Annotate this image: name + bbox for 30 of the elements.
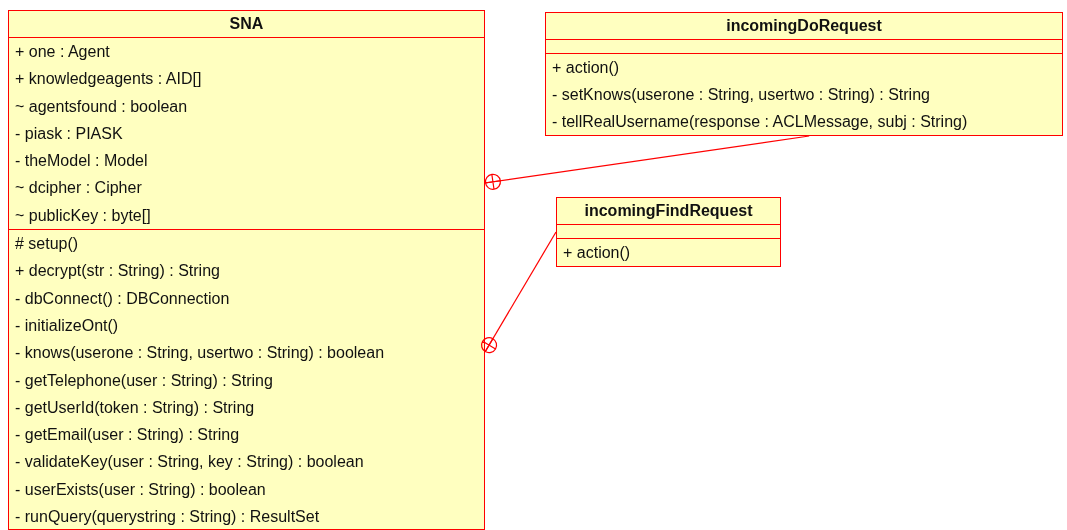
- method-text: - validateKey(user : String, key : String) : boolean: [15, 452, 365, 473]
- attribute-text: ~ agentsfound : boolean: [15, 96, 189, 117]
- method-text: - dbConnect() : DBConnection: [15, 288, 231, 309]
- method-text: - initializeOnt(): [15, 315, 120, 336]
- method-text: - setKnows(userone : String, usertwo : String) : String: [552, 85, 931, 105]
- method-text: - getUserId(token : String) : String: [15, 397, 256, 418]
- attribute-text: - piask : PIASK: [15, 123, 124, 144]
- attribute-text: + knowledgeagents : AID[]: [15, 69, 203, 90]
- class-name: incomingDoRequest: [725, 16, 883, 36]
- class-name: SNA: [228, 14, 265, 34]
- method-text: - tellRealUsername(response : ACLMessage, subj : String): [552, 112, 969, 132]
- attribute-text: - theModel : Model: [15, 151, 149, 172]
- method-text: + action(): [563, 243, 632, 263]
- attribute-text: ~ publicKey : byte[]: [15, 205, 152, 226]
- method-text: - userExists(user : String) : boolean: [15, 479, 267, 500]
- method-text: - getTelephone(user : String) : String: [15, 370, 274, 391]
- class-name: incomingFindRequest: [583, 201, 754, 221]
- class-box: [545, 12, 1063, 136]
- method-text: # setup(): [15, 234, 80, 255]
- attribute-text: + one : Agent: [15, 42, 111, 62]
- method-text: - runQuery(querystring : String) : ResultSet: [15, 507, 321, 528]
- method-text: - knows(userone : String, usertwo : String) : boolean: [15, 343, 386, 364]
- class-box: [8, 10, 485, 530]
- nesting-connector: [484, 135, 810, 190]
- method-text: + action(): [552, 58, 621, 78]
- method-text: + decrypt(str : String) : String: [15, 261, 221, 282]
- nesting-connector: [481, 231, 557, 354]
- class-box: [556, 197, 781, 267]
- attribute-text: ~ dcipher : Cipher: [15, 178, 143, 199]
- method-text: - getEmail(user : String) : String: [15, 425, 241, 446]
